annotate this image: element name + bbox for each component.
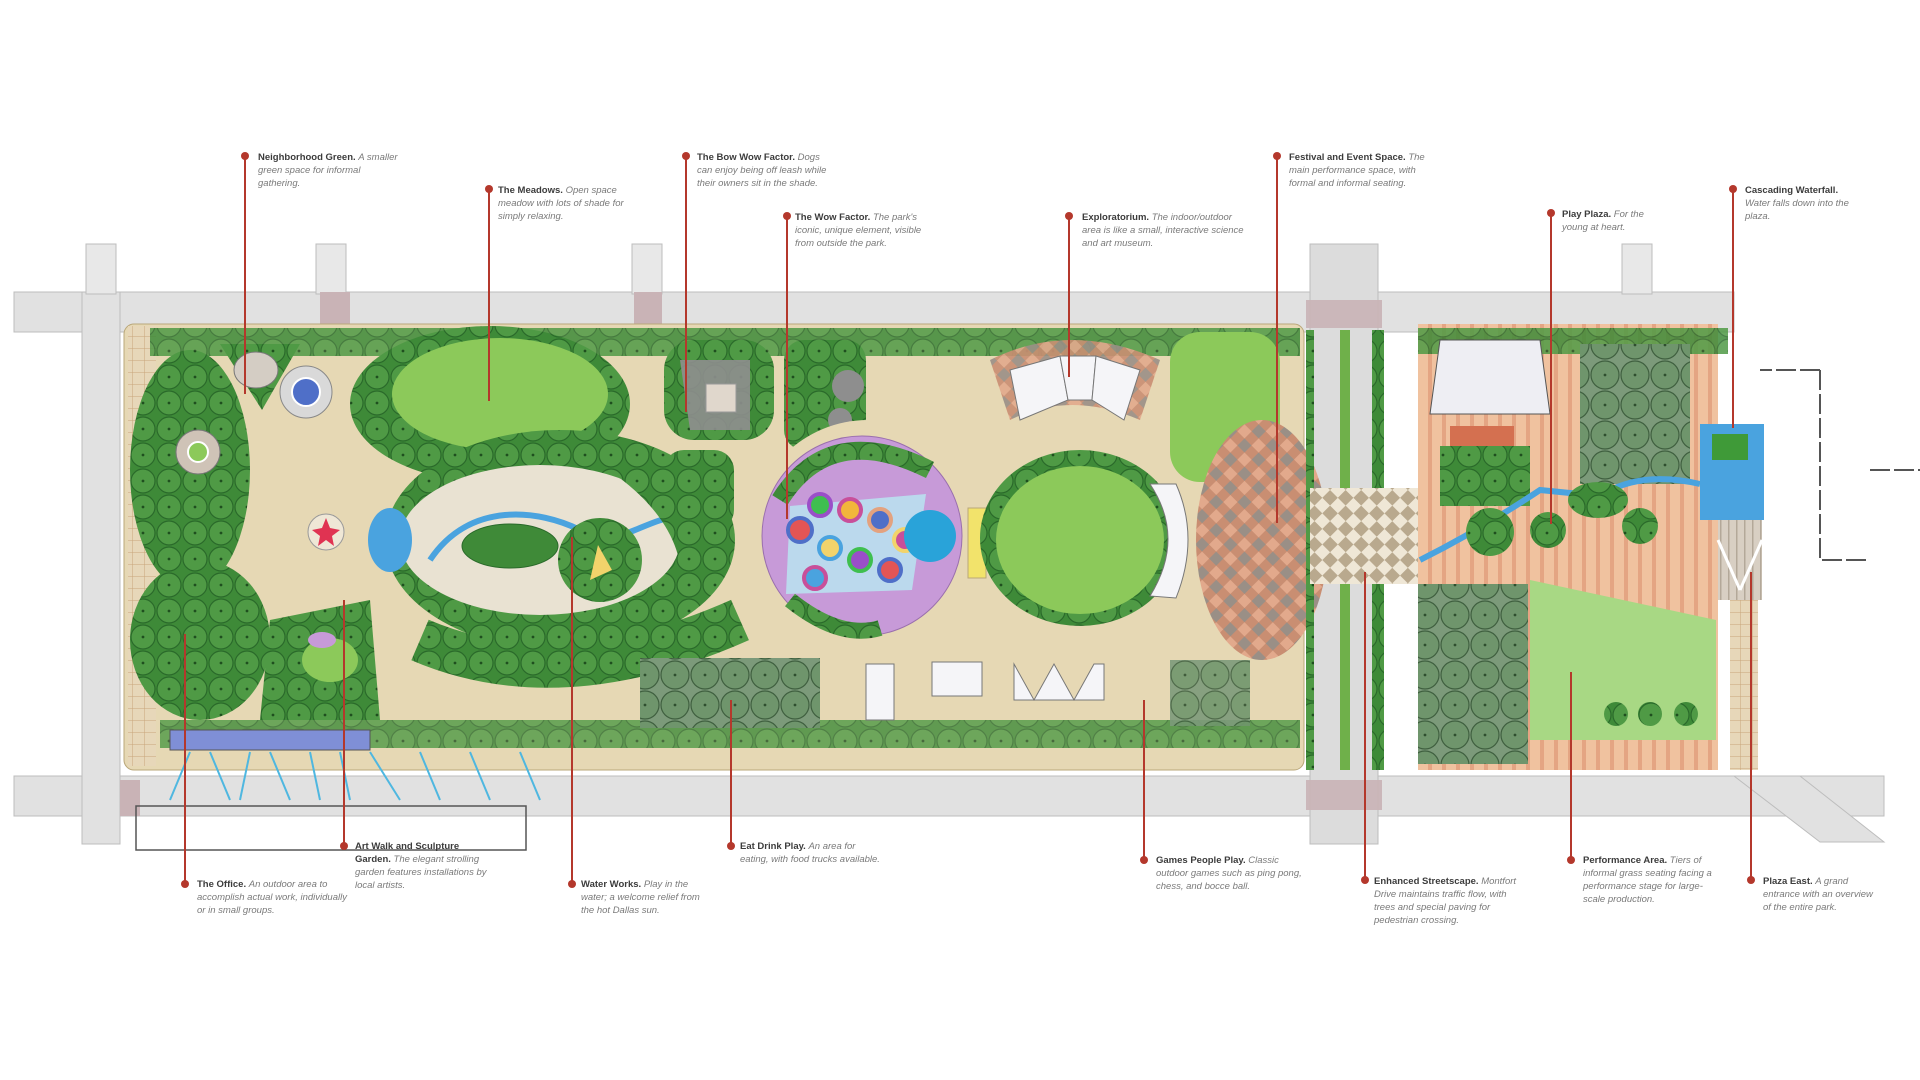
- callout-the-office: The Office. An outdoor area to accomplis…: [197, 878, 347, 917]
- callout-enhanced-streetscape: Enhanced Streetscape. Montfort Drive mai…: [1374, 875, 1524, 927]
- callout-eat-drink-play: Eat Drink Play. An area for eating, with…: [740, 840, 885, 866]
- callout-desc: Montfort Drive maintains traffic flow, w…: [1374, 876, 1517, 926]
- streets: [13, 243, 1920, 851]
- callout-cascading-waterfall: Cascading Waterfall. Water falls down in…: [1745, 184, 1855, 223]
- callout-title: Performance Area.: [1583, 855, 1668, 866]
- callout-desc: The main performance space, with formal …: [1289, 152, 1425, 189]
- callout-title: Enhanced Streetscape.: [1374, 876, 1479, 887]
- callout-desc: Tiers of informal grass seating facing a…: [1583, 855, 1712, 905]
- callout-title: Art Walk and Sculpture Garden.: [355, 841, 460, 865]
- callout-water-works: Water Works. Play in the water; a welcom…: [581, 878, 711, 917]
- montfort-drive-streetscape: [1306, 330, 1420, 770]
- callout-title: Exploratorium.: [1082, 212, 1150, 223]
- callout-the-meadows: The Meadows. Open space meadow with lots…: [498, 184, 628, 223]
- callout-desc: An area for eating, with food trucks ava…: [740, 841, 880, 865]
- callout-festival-event-space: Festival and Event Space. The main perfo…: [1289, 151, 1439, 190]
- callout-desc: Open space meadow with lots of shade for…: [498, 185, 624, 222]
- callout-performance-area: Performance Area. Tiers of informal gras…: [1583, 854, 1723, 906]
- callout-title: The Office.: [197, 879, 247, 890]
- callout-art-walk: Art Walk and Sculpture Garden. The elega…: [355, 840, 495, 892]
- callout-leaders: [181, 152, 1755, 888]
- callout-wow-factor: The Wow Factor. The park's iconic, uniqu…: [795, 211, 935, 250]
- callout-title: Games People Play.: [1156, 855, 1246, 866]
- callout-title: The Bow Wow Factor.: [697, 152, 795, 163]
- callout-desc: For the young at heart.: [1562, 209, 1644, 233]
- callout-title: Play Plaza.: [1562, 209, 1612, 220]
- callout-title: Plaza East.: [1763, 876, 1813, 887]
- callout-title: Water Works.: [581, 879, 642, 890]
- callout-bow-wow-factor: The Bow Wow Factor. Dogs can enjoy being…: [697, 151, 837, 190]
- callout-desc: An outdoor area to accomplish actual wor…: [197, 879, 347, 916]
- fountain-jets: [169, 751, 541, 801]
- callout-desc: Play in the water; a welcome relief from…: [581, 879, 700, 916]
- east-park-block: [1418, 324, 1764, 770]
- callout-games-people-play: Games People Play. Classic outdoor games…: [1156, 854, 1306, 893]
- callout-title: Cascading Waterfall.: [1745, 185, 1839, 196]
- callout-neighborhood-green: Neighborhood Green. A smaller green spac…: [258, 151, 398, 190]
- callout-exploratorium: Exploratorium. The indoor/outdoor area i…: [1082, 211, 1252, 250]
- callout-desc: The elegant strolling garden features in…: [355, 854, 487, 891]
- callout-desc: A smaller green space for informal gathe…: [258, 152, 398, 189]
- callout-plaza-east: Plaza East. A grand entrance with an ove…: [1763, 875, 1883, 914]
- callout-desc: Water falls down into the plaza.: [1745, 198, 1849, 222]
- callout-title: Festival and Event Space.: [1289, 152, 1406, 163]
- callout-title: Eat Drink Play.: [740, 841, 806, 852]
- callout-desc: The indoor/outdoor area is like a small,…: [1082, 212, 1244, 249]
- west-park-block: [123, 323, 1328, 771]
- callout-desc: Dogs can enjoy being off leash while the…: [697, 152, 827, 189]
- callout-title: The Meadows.: [498, 185, 563, 196]
- callout-title: Neighborhood Green.: [258, 152, 356, 163]
- callout-desc: The park's iconic, unique element, visib…: [795, 212, 922, 249]
- callout-title: The Wow Factor.: [795, 212, 871, 223]
- callout-desc: A grand entrance with an overview of the…: [1763, 876, 1873, 913]
- callout-desc: Classic outdoor games such as ping pong,…: [1156, 855, 1302, 892]
- callout-play-plaza: Play Plaza. For the young at heart.: [1562, 208, 1657, 234]
